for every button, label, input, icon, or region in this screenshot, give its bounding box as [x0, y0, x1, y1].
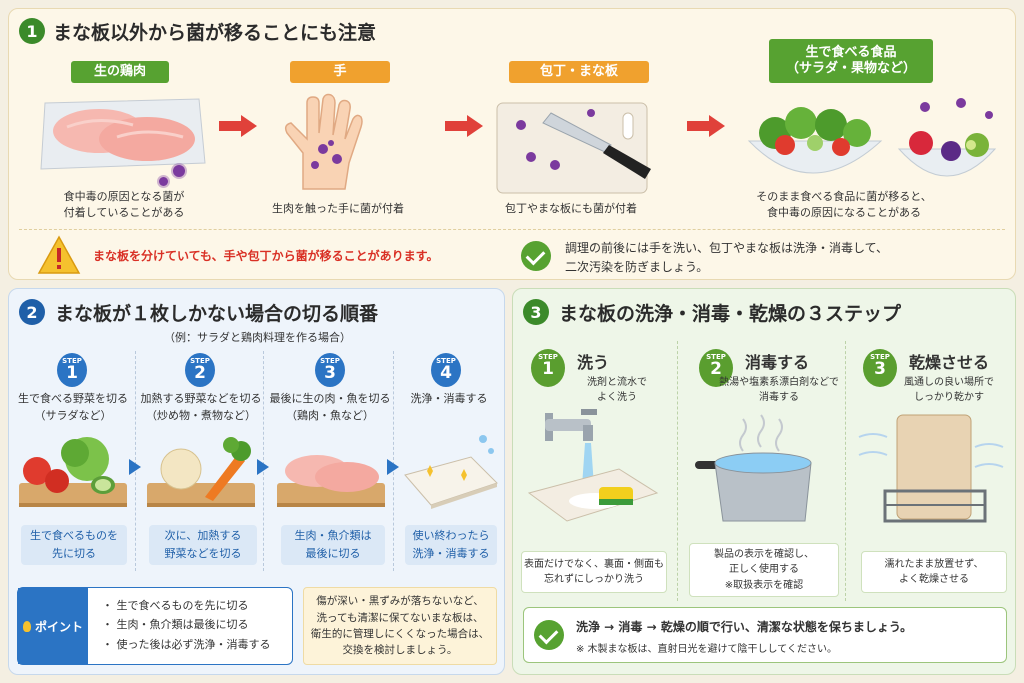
lightbulb-icon [22, 620, 31, 632]
summary-note: ※ 木製まな板は、直射日光を避けて陰干ししてください。 [576, 644, 837, 655]
warning-icon [37, 235, 81, 275]
salad-fruit-image [741, 93, 1009, 193]
section-number: 1 [19, 18, 45, 44]
arrow-right-icon [687, 115, 725, 137]
step-note: 生肉・魚介類は 最後に切る [281, 525, 385, 565]
label-raw-chicken: 生の鶏肉 [71, 61, 169, 83]
step-heading: 加熱する野菜などを切る （炒め物・煮物など） [140, 392, 262, 422]
tip-box: 傷が深い・黒ずみが落ちないなど、 洗っても清潔に保てないまな板は、 衛生的に管理… [303, 587, 497, 665]
knife-board-image [491, 95, 661, 197]
step-desc: 熱湯や塩素系漂白剤などで 消毒する [719, 377, 839, 403]
section-number: 3 [523, 299, 549, 325]
step-note: 生で食べるものを 先に切る [21, 525, 127, 565]
label-knife-board: 包丁・まな板 [509, 61, 649, 83]
caption-raw-foods: そのまま食べる食品に菌が移ると、 食中毒の原因になることがある [756, 190, 932, 219]
clean-board-image [401, 431, 501, 511]
point-item: ・ 生肉・魚介類は最後に切る [102, 618, 249, 632]
raw-meat-image [275, 431, 387, 511]
step-desc: 洗剤と流水で よく洗う [587, 377, 647, 403]
check-icon [521, 241, 551, 271]
arrow-right-icon [387, 459, 399, 475]
divider [677, 341, 678, 601]
step-name: 乾燥させる [909, 353, 990, 372]
arrow-right-icon [129, 459, 141, 475]
onion-carrot-image [145, 431, 257, 511]
divider [845, 341, 846, 601]
step-heading: 洗浄・消毒する [410, 392, 488, 405]
hand-image [273, 93, 373, 193]
step-heading: 最後に生の肉・魚を切る （鶏肉・魚など） [269, 392, 391, 422]
drying-board-image [857, 407, 1007, 531]
step-heading: 生で食べる野菜を切る （サラダなど） [18, 392, 128, 422]
arrow-right-icon [445, 115, 483, 137]
section-subtitle: （例：サラダと鶏肉料理を作る場合） [164, 331, 351, 344]
step-desc: 風通しの良い場所で しっかり乾かす [904, 377, 994, 403]
point-item: ・ 使った後は必ず洗浄・消毒する [102, 637, 271, 651]
point-label: ポイント [34, 619, 83, 634]
boiling-pot-image [693, 413, 833, 527]
caption-hand: 生肉を触った手に菌が付着 [272, 202, 404, 215]
label-raw-foods: 生で食べる食品 （サラダ・果物など） [769, 39, 933, 83]
advice-text: 調理の前後には手を洗い、包丁やまな板は洗浄・消毒して、 二次汚染を防ぎましょう。 [565, 241, 889, 275]
step-name: 洗う [577, 353, 610, 372]
step-note: 製品の表示を確認し、 正しく使用する ※取扱表示を確認 [689, 543, 839, 597]
point-list: ・ 生で食べるものを先に切る ・ 生肉・魚介類は最後に切る ・ 使った後は必ず洗… [102, 596, 271, 654]
summary-box: 洗浄 → 消毒 → 乾燥の順で行い、清潔な状態を保ちましょう。 ※ 木製まな板は… [523, 607, 1007, 663]
arrow-right-icon [257, 459, 269, 475]
germ-icon [159, 177, 168, 186]
step-note: 濡れたまま放置せず、 よく乾燥させる [861, 551, 1007, 593]
step-name: 消毒する [745, 353, 810, 372]
point-label-area: ポイント [18, 588, 88, 664]
check-icon [534, 620, 564, 650]
section-number: 2 [19, 299, 45, 325]
vegetables-image [17, 431, 129, 511]
section-title: まな板の洗浄・消毒・乾燥の３ステップ [559, 303, 902, 325]
point-item: ・ 生で食べるものを先に切る [102, 599, 249, 612]
step-note: 次に、加熱する 野菜などを切る [149, 525, 257, 565]
point-box: ポイント ・ 生で食べるものを先に切る ・ 生肉・魚介類は最後に切る ・ 使った… [17, 587, 293, 665]
germ-icon [173, 165, 185, 177]
caption-raw-chicken: 食中毒の原因となる菌が 付着していることがある [63, 190, 185, 219]
step-note: 表面だけでなく、裏面・側面も 忘れずにしっかり洗う [521, 551, 667, 593]
raw-chicken-image [37, 93, 207, 175]
arrow-right-icon [219, 115, 257, 137]
label-hand: 手 [290, 61, 390, 83]
caption-knife-board: 包丁やまな板にも菌が付着 [505, 202, 637, 215]
section-title: まな板以外から菌が移ることにも注意 [53, 22, 377, 44]
section-1-panel: 1 まな板以外から菌が移ることにも注意 生の鶏肉 食中毒の原因となる菌が 付着し… [8, 8, 1016, 280]
divider [19, 229, 1005, 230]
warning-text: まな板を分けていても、手や包丁から菌が移ることがあります。 [93, 249, 439, 263]
faucet-wash-image [523, 409, 663, 527]
summary-text: 洗浄 → 消毒 → 乾燥の順で行い、清潔な状態を保ちましょう。 [576, 620, 913, 634]
section-2-panel: 2 まな板が１枚しかない場合の切る順番 （例：サラダと鶏肉料理を作る場合） ST… [8, 288, 505, 675]
step-note: 使い終わったら 洗浄・消毒する [405, 525, 497, 565]
section-title: まな板が１枚しかない場合の切る順番 [55, 303, 379, 325]
